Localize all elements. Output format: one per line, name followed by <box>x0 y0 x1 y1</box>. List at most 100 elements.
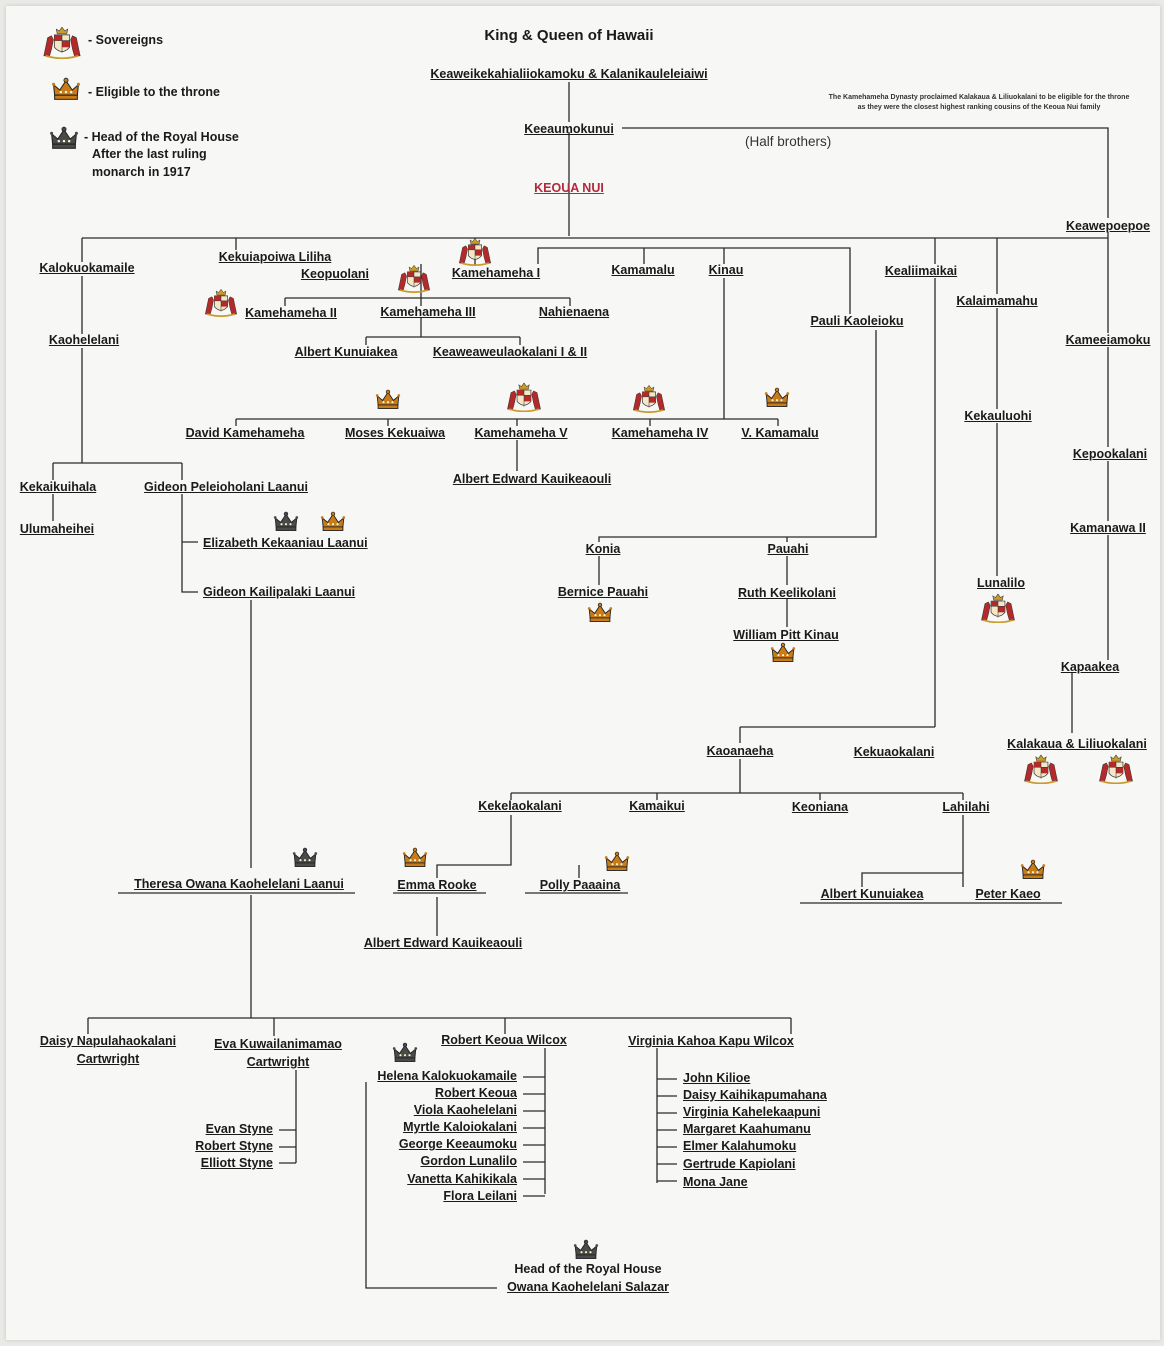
person-robert-keoua-wilcox: Robert Keoua Wilcox <box>441 1033 567 1047</box>
person-kamanawa-ii: Kamanawa II <box>1070 521 1146 535</box>
person-myrtle-kaloiokalani: Myrtle Kaloiokalani <box>403 1120 517 1134</box>
person-pauahi: Pauahi <box>767 542 809 556</box>
person-john-kilioe: John Kilioe <box>683 1071 751 1085</box>
person-albert-kunuiakea-2: Albert Kunuiakea <box>820 887 924 901</box>
gold-crown-icon <box>402 846 429 869</box>
person-virginia-kahelekaapuni: Virginia Kahelekaapuni <box>683 1105 821 1119</box>
legend-head-label-line2: After the last ruling <box>92 147 207 161</box>
person-kaohelelani: Kaohelelani <box>48 333 120 347</box>
person-kekuiapoiwa-liliha: Kekuiapoiwa Liliha <box>218 250 332 264</box>
person-bernice-pauahi: Bernice Pauahi <box>557 585 649 599</box>
person-moses-kekuaiwa: Moses Kekuaiwa <box>344 426 446 440</box>
royal-coat-of-arms-icon <box>40 26 84 59</box>
person-vanetta-kahikikala: Vanetta Kahikikala <box>407 1172 517 1186</box>
person-owana-kaohelelani-salazar: Owana Kaohelelani Salazar <box>507 1280 669 1294</box>
person-helena-kalokuokamaile: Helena Kalokuokamaile <box>377 1069 517 1083</box>
person-robert-styne: Robert Styne <box>195 1139 273 1153</box>
royal-coat-of-arms-icon <box>1096 754 1136 784</box>
person-margaret-kaahumanu: Margaret Kaahumanu <box>683 1122 811 1136</box>
royal-coat-of-arms-icon <box>395 264 433 293</box>
person-albert-edward-kauikeaouli-1: Albert Edward Kauikeaouli <box>452 472 612 486</box>
head-of-royal-house-label: Head of the Royal House <box>514 1262 662 1276</box>
person-kekauluohi: Kekauluohi <box>964 409 1032 423</box>
person-keawepoepoe: Keawepoepoe <box>1065 219 1151 233</box>
dark-crown-icon <box>292 846 319 869</box>
person-theresa-owana-kaohelelani-laanui: Theresa Owana Kaohelelani Laanui <box>134 877 344 891</box>
person-konia: Konia <box>585 542 621 556</box>
person-lahilahi: Lahilahi <box>942 800 990 814</box>
legend-head-label-line3: monarch in 1917 <box>92 165 191 179</box>
person-kamehameha-iv: Kamehameha IV <box>611 426 709 440</box>
dynasty-note: The Kamehameha Dynasty proclaimed Kalaka… <box>828 94 1130 111</box>
person-daisy-napulahaokalani-cartwright: Daisy Napulahaokalani <box>39 1034 177 1048</box>
person-pauli-kaoleioku: Pauli Kaoleioku <box>810 314 904 328</box>
gold-crown-icon <box>587 601 614 624</box>
person-daisy-cartwright-surname: Cartwright <box>76 1052 140 1066</box>
person-keoua-nui: KEOUA NUI <box>534 181 604 195</box>
chart-title: King & Queen of Hawaii <box>484 27 654 44</box>
gold-crown-icon <box>770 641 797 664</box>
gold-crown-icon <box>375 388 402 411</box>
gold-crown-icon <box>604 850 631 873</box>
person-kekaikuihala: Kekaikuihala <box>19 480 97 494</box>
half-brothers-label: (Half brothers) <box>745 134 832 149</box>
person-kalakaua-liliuokalani: Kalakaua & Liliuokalani <box>1007 737 1147 751</box>
person-daisy-kaihikapumahana: Daisy Kaihikapumahana <box>683 1088 827 1102</box>
person-kameeiamoku: Kameeiamoku <box>1065 333 1151 347</box>
royal-coat-of-arms-icon <box>978 593 1018 623</box>
person-elliott-styne: Elliott Styne <box>200 1156 273 1170</box>
person-v-kamamalu: V. Kamamalu <box>741 426 819 440</box>
dark-crown-icon <box>573 1238 600 1261</box>
person-kekuaokalani: Kekuaokalani <box>853 745 935 759</box>
person-keaweaweulaokalani: Keaweaweulaokalani I & II <box>432 345 588 359</box>
person-david-kamehameha: David Kamehameha <box>185 426 305 440</box>
person-kamehameha-iii: Kamehameha III <box>380 305 476 319</box>
person-albert-edward-kauikeaouli-2: Albert Edward Kauikeaouli <box>363 936 523 950</box>
person-william-pitt-kinau: William Pitt Kinau <box>733 628 839 642</box>
person-george-keeaumoku: George Keeaumoku <box>398 1137 517 1151</box>
person-kekelaokalani: Kekelaokalani <box>478 799 562 813</box>
legend-sovereigns-label: - Sovereigns <box>88 33 164 47</box>
person-eva-kuwailanimamao-cartwright: Eva Kuwailanimamao <box>214 1037 342 1051</box>
person-kaoanaeha: Kaoanaeha <box>706 744 774 758</box>
royal-coat-of-arms-icon <box>504 382 544 412</box>
person-lunalilo: Lunalilo <box>977 576 1025 590</box>
legend-head-label: - Head of the Royal House <box>84 130 239 144</box>
paper-sheet <box>6 6 1160 1340</box>
person-kamehameha-v: Kamehameha V <box>474 426 568 440</box>
person-robert-keoua: Robert Keoua <box>435 1086 517 1100</box>
person-gideon-kailipalaki-laanui: Gideon Kailipalaki Laanui <box>203 585 356 599</box>
dark-crown-icon <box>49 125 80 151</box>
gold-crown-icon <box>320 510 347 533</box>
person-polly-paaaina: Polly Paaaina <box>539 878 621 892</box>
person-nahienaena: Nahienaena <box>538 305 610 319</box>
person-peter-kaeo: Peter Kaeo <box>975 887 1041 901</box>
dark-crown-icon <box>392 1041 419 1064</box>
person-keeaumokunui: Keeaumokunui <box>524 122 614 136</box>
royal-coat-of-arms-icon <box>456 237 494 266</box>
person-gertrude-kapiolani: Gertrude Kapiolani <box>683 1157 796 1171</box>
person-eva-cartwright-surname: Cartwright <box>246 1055 310 1069</box>
person-gideon-peleioholani-laanui: Gideon Peleioholani Laanui <box>144 480 308 494</box>
person-flora-leilani: Flora Leilani <box>443 1189 517 1203</box>
person-kapaakea: Kapaakea <box>1060 660 1120 674</box>
royal-coat-of-arms-icon <box>1021 754 1061 784</box>
royal-coat-of-arms-icon <box>202 288 240 317</box>
person-ulumaheihei: Ulumaheihei <box>19 522 95 536</box>
person-mona-jane: Mona Jane <box>683 1175 748 1189</box>
dark-crown-icon <box>273 510 300 533</box>
legend-eligible-label: - Eligible to the throne <box>88 85 220 99</box>
person-albert-kunuiakea-1: Albert Kunuiakea <box>294 345 398 359</box>
person-keopuolani: Keopuolani <box>300 267 370 281</box>
gold-crown-icon <box>1020 858 1047 881</box>
person-ruth-keelikolani: Ruth Keelikolani <box>738 586 836 600</box>
person-evan-styne: Evan Styne <box>205 1122 273 1136</box>
person-root-couple: Keaweikekahialiiokamoku & Kalanikaulelei… <box>430 67 708 81</box>
person-kamehameha-ii: Kamehameha II <box>245 306 337 320</box>
person-kinau: Kinau <box>708 263 744 277</box>
person-elizabeth-kekaaniau-laanui: Elizabeth Kekaaniau Laanui <box>203 536 368 550</box>
person-keoniana: Keoniana <box>791 800 849 814</box>
person-elmer-kalahumoku: Elmer Kalahumoku <box>683 1139 797 1153</box>
person-kamamalu: Kamamalu <box>611 263 675 277</box>
